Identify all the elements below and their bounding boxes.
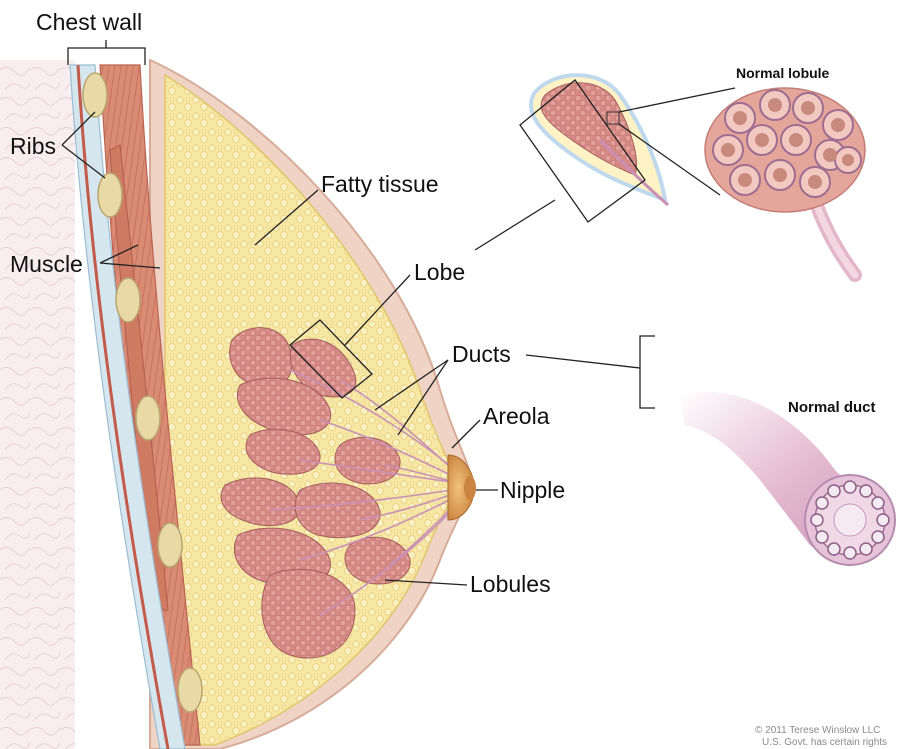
lobule-zoom-line xyxy=(619,88,735,112)
normal-duct-label: Normal duct xyxy=(788,399,876,416)
lobe-label: Lobe xyxy=(414,259,465,285)
rib xyxy=(116,278,140,322)
lobules-label: Lobules xyxy=(470,571,551,597)
chest-wall-label: Chest wall xyxy=(36,9,142,35)
lobe-inset xyxy=(531,75,668,205)
rib xyxy=(178,668,202,712)
normal-duct-illustration xyxy=(680,392,895,565)
lobe xyxy=(262,569,355,658)
muscle-label: Muscle xyxy=(10,251,83,277)
areola-label: Areola xyxy=(483,403,550,429)
copyright-line-2: U.S. Govt. has certain rights xyxy=(762,737,887,748)
rib xyxy=(83,73,107,117)
nipple-label: Nipple xyxy=(500,477,565,503)
normal-lobule-illustration xyxy=(705,88,865,275)
copyright-line-1: © 2011 Terese Winslow LLC xyxy=(755,725,880,736)
rib xyxy=(158,523,182,567)
ribs-label: Ribs xyxy=(10,133,56,159)
rib xyxy=(98,173,122,217)
ducts-label: Ducts xyxy=(452,341,511,367)
fatty-tissue-label: Fatty tissue xyxy=(321,171,439,197)
rib xyxy=(136,396,160,440)
skin-background xyxy=(0,60,75,749)
normal-lobule-label: Normal lobule xyxy=(736,65,830,81)
nipple-shape xyxy=(464,476,476,500)
